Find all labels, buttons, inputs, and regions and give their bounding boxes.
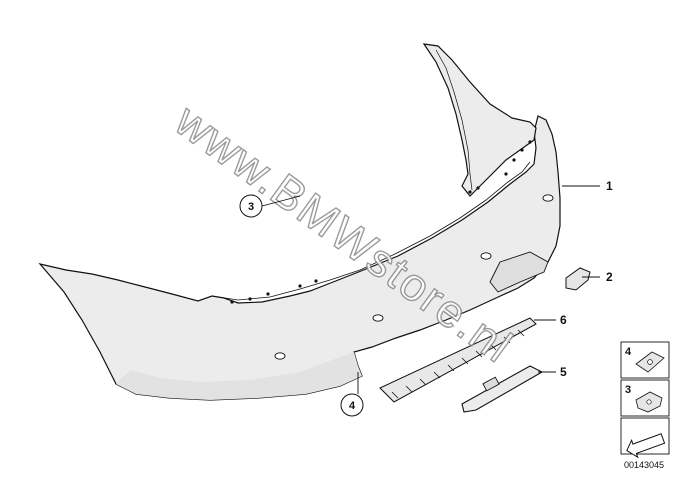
guide-rail-part[interactable] xyxy=(379,317,537,403)
spring-clip-icon xyxy=(635,391,663,413)
arrow-icon xyxy=(626,433,666,459)
callout-4-circle: 4 xyxy=(340,393,364,417)
callout-3-circle: 3 xyxy=(239,194,263,218)
reflector-part[interactable] xyxy=(461,365,544,413)
guide-rail-shape xyxy=(379,317,537,403)
bracket-part[interactable] xyxy=(565,267,591,291)
legend-panel: 4 3 00143045 xyxy=(620,341,670,470)
callout-2: 2 xyxy=(606,270,613,284)
leader-lines xyxy=(261,185,600,394)
bumper-left-wing xyxy=(422,43,537,197)
reflector-shape xyxy=(461,365,544,413)
bracket-shape xyxy=(565,267,591,291)
guide-rail-ribs xyxy=(391,329,525,399)
bumper-left-wing-inner xyxy=(435,49,473,191)
mounting-holes xyxy=(230,140,532,304)
reflector-tab xyxy=(482,376,500,392)
legend-num-middle: 3 xyxy=(625,384,631,396)
callout-1: 1 xyxy=(606,179,613,193)
bumper-lower-band xyxy=(116,352,362,400)
clip-nut-icon xyxy=(635,351,665,373)
bumper-diffuser xyxy=(489,251,549,293)
callout-4: 4 xyxy=(349,400,356,412)
callout-3: 3 xyxy=(248,201,254,213)
legend-num-top: 4 xyxy=(625,346,632,358)
callout-5: 5 xyxy=(560,365,567,379)
rear-bumper-part[interactable] xyxy=(38,43,561,401)
callout-6: 6 xyxy=(560,313,567,327)
park-sensor-holes xyxy=(274,194,554,360)
diagram-id: 00143045 xyxy=(624,460,664,470)
bumper-top-contour xyxy=(211,161,531,301)
